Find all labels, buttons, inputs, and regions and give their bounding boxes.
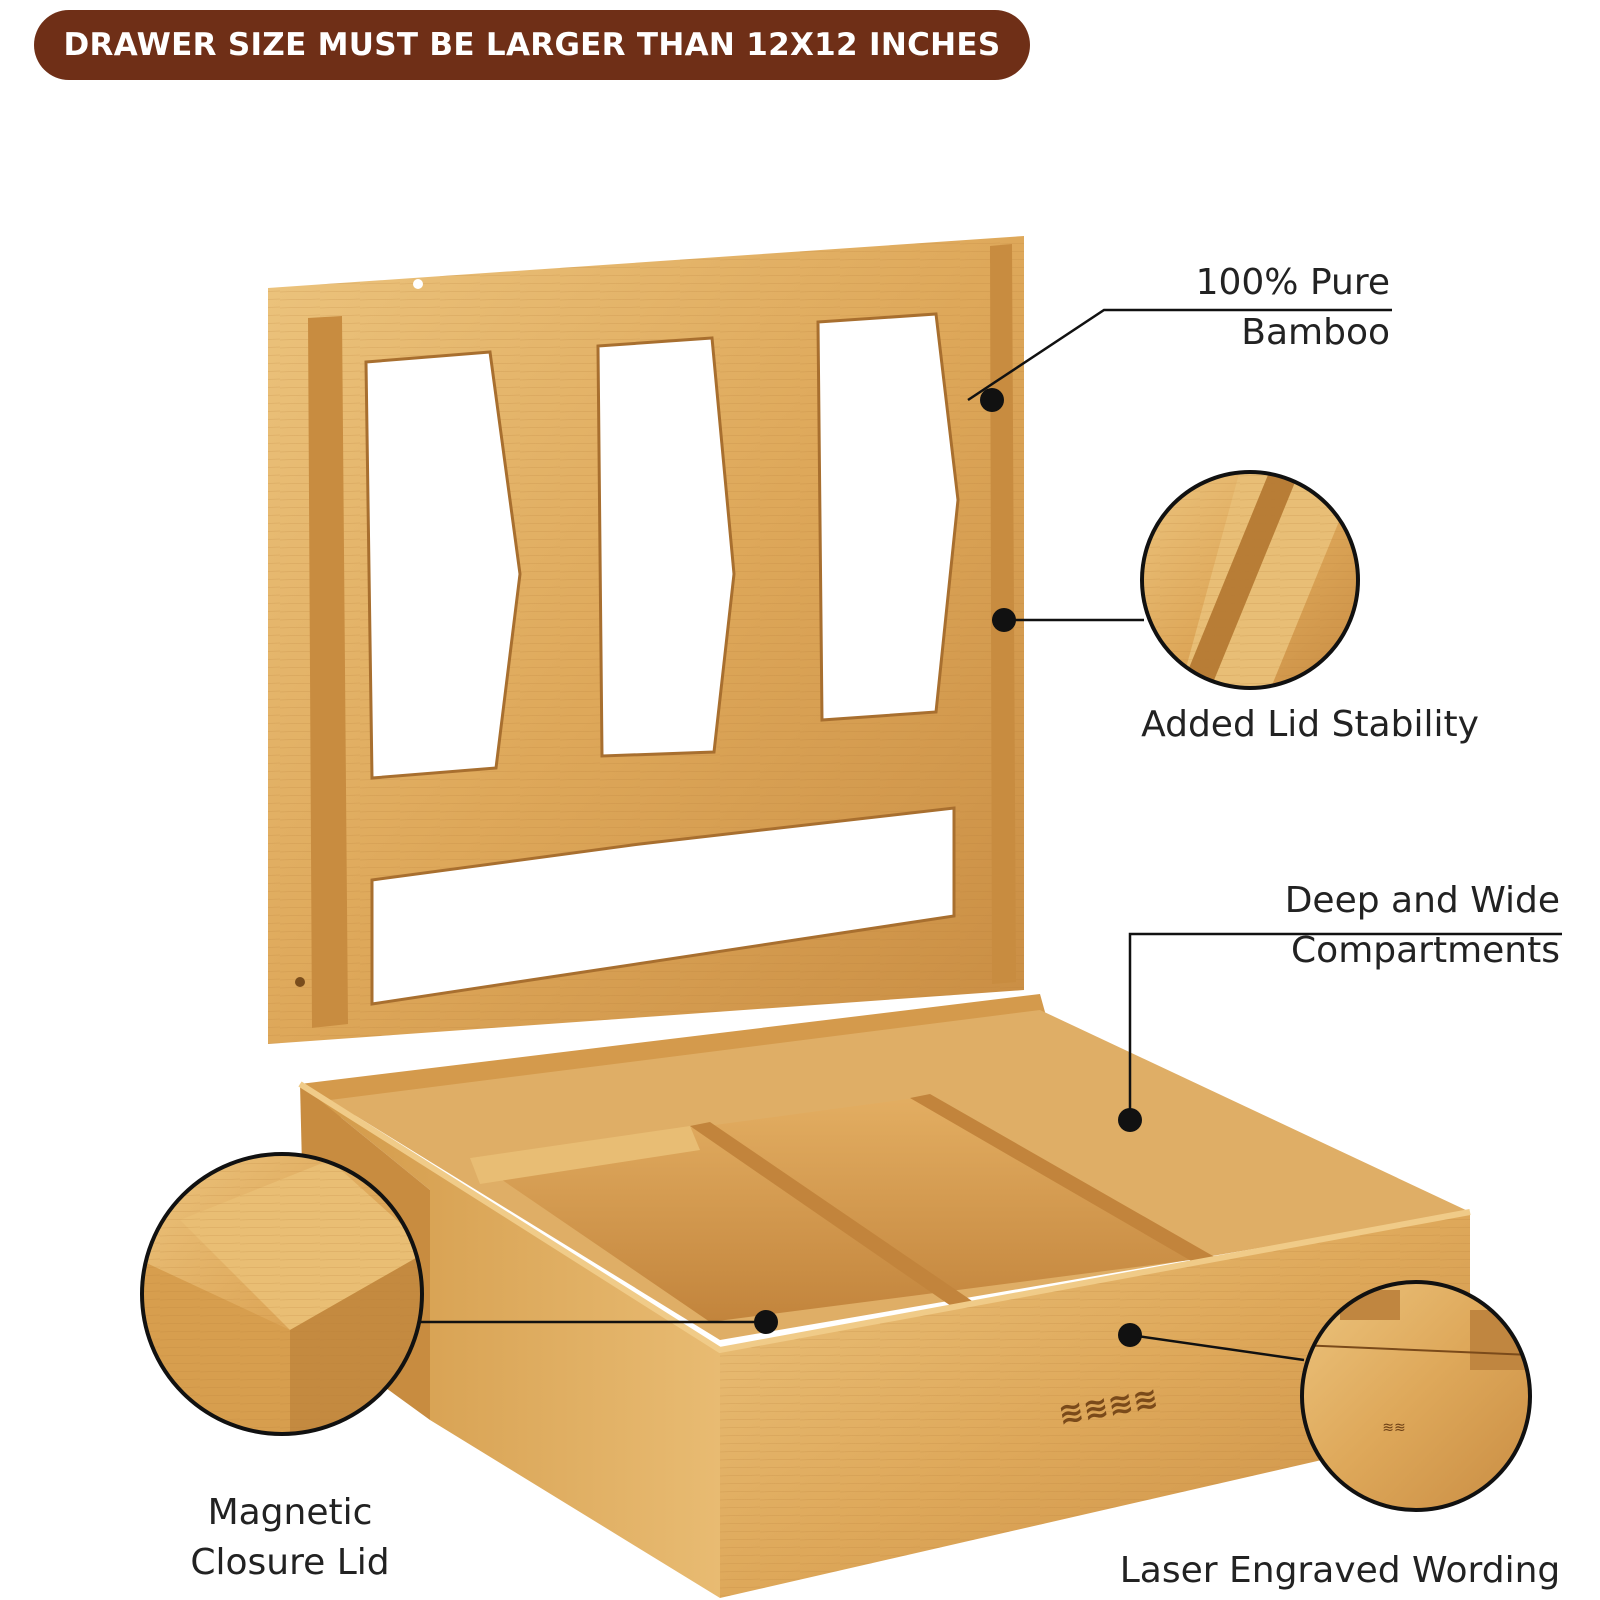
zoom-circle-magnetic: [140, 1152, 424, 1436]
callout-stability: Added Lid Stability: [1090, 700, 1530, 750]
zoom-circle-laser: ≋≋: [1300, 1280, 1532, 1512]
svg-text:≋≋: ≋≋: [1382, 1420, 1405, 1436]
lid: [268, 231, 1024, 1044]
callout-stability-line-1: Added Lid Stability: [1141, 704, 1479, 745]
callout-compartments-line-1: Deep and Wide: [1284, 880, 1560, 921]
callout-bamboo-line-1: 100% Pure: [1195, 262, 1390, 303]
callout-magnetic-line-2: Closure Lid: [190, 1542, 390, 1583]
box-base: ≋≋≋≋: [298, 994, 1471, 1598]
callout-lines: [420, 308, 1562, 1362]
callout-bamboo-line-2: Bamboo: [1241, 312, 1390, 353]
banner-text: DRAWER SIZE MUST BE LARGER THAN 12X12 IN…: [63, 27, 1001, 63]
callout-magnetic: Magnetic Closure Lid: [150, 1488, 430, 1588]
callout-laser: Laser Engraved Wording: [1100, 1546, 1580, 1596]
callout-compartments-line-2: Compartments: [1291, 930, 1560, 971]
zoom-circle-stability: [1140, 470, 1360, 690]
callout-laser-line-1: Laser Engraved Wording: [1119, 1550, 1561, 1591]
callout-magnetic-line-1: Magnetic: [207, 1492, 373, 1533]
callout-dots: [754, 388, 1142, 1347]
callout-bamboo: 100% Pure Bamboo: [1120, 258, 1390, 358]
callout-compartments: Deep and Wide Compartments: [1180, 876, 1560, 976]
top-banner: DRAWER SIZE MUST BE LARGER THAN 12X12 IN…: [34, 10, 1030, 80]
